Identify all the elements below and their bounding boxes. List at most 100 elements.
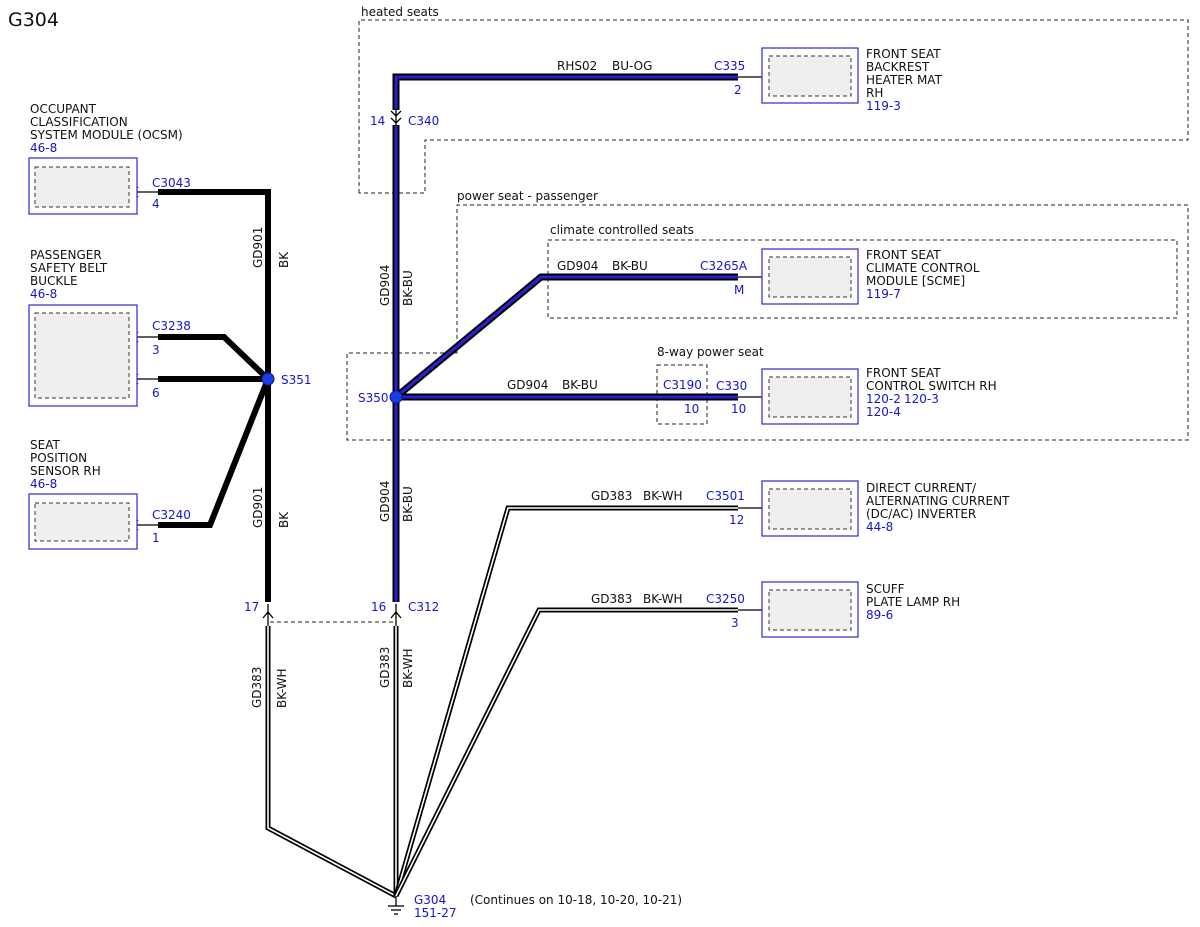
ground-symbol-icon [388, 896, 404, 915]
wire-gd383-color-left: BK-WH [275, 668, 289, 708]
inverter-label-1: DIRECT CURRENT/ [866, 481, 977, 495]
ocsm-label-1: OCCUPANT [30, 102, 97, 116]
switch-ref-a: 120-2 [866, 392, 901, 406]
ground-name: G304 [414, 893, 446, 907]
ocsm-ref: 46-8 [30, 141, 57, 155]
zone-climate-seats-label: climate controlled seats [550, 223, 694, 237]
splice-s351-label: S351 [281, 373, 312, 387]
wire-gd901-circuit-upper: GD901 [251, 227, 265, 268]
wire-gd383 [265, 505, 738, 899]
buckle-label-3: BUCKLE [30, 274, 78, 288]
pin-c335: 2 [734, 83, 742, 97]
wire-gd383-circuit-left: GD383 [250, 667, 264, 708]
splice-s350 [389, 390, 403, 404]
switch-label-1: FRONT SEAT [866, 366, 941, 380]
scuff-ref: 89-6 [866, 608, 893, 622]
zone-power-seat-passenger [346, 204, 1189, 441]
buckle-label-1: PASSENGER [30, 248, 102, 262]
connector-c3501: C3501 [706, 489, 745, 503]
pin-c312-a: 17 [244, 600, 259, 614]
connector-c3250: C3250 [706, 592, 745, 606]
switch-label-2: CONTROL SWITCH RH [866, 379, 997, 393]
wire-gd904-color-switch: BK-BU [562, 378, 598, 392]
pin-c3240: 1 [152, 531, 160, 545]
scme-label-1: FRONT SEAT [866, 248, 941, 262]
connector-c3265a: C3265A [700, 259, 748, 273]
inverter-ref: 44-8 [866, 520, 893, 534]
wire-gd383-color-center: BK-WH [401, 648, 415, 688]
component-control-switch: FRONT SEAT CONTROL SWITCH RH 120-2 120-3… [716, 366, 997, 425]
wire-rhs02-circuit: RHS02 [557, 59, 597, 73]
wire-gd904-circuit-switch: GD904 [507, 378, 548, 392]
ocsm-label-2: CLASSIFICATION [30, 115, 128, 129]
connector-c330: C330 [716, 379, 747, 393]
wire-gd904-circuit-scme: GD904 [557, 259, 598, 273]
heater-label-3: HEATER MAT [866, 73, 943, 87]
inverter-label-2: ALTERNATING CURRENT [866, 494, 1010, 508]
seatpos-ref: 46-8 [30, 477, 57, 491]
pin-c330: 10 [731, 402, 746, 416]
seatpos-label-1: SEAT [30, 438, 60, 452]
pin-c340: 14 [370, 114, 385, 128]
wire-gd383-color-inverter: BK-WH [643, 489, 683, 503]
connector-c3240: C3240 [152, 508, 191, 522]
splice-s351 [261, 372, 275, 386]
component-inverter: DIRECT CURRENT/ ALTERNATING CURRENT (DC/… [706, 480, 1010, 537]
heater-ref: 119-3 [866, 99, 901, 113]
wire-gd904-circuit-lower: GD904 [378, 481, 392, 522]
zone-heated-seats [358, 19, 1189, 194]
zone-power-seat-label: power seat - passenger [457, 189, 598, 203]
pin-c3238-b: 6 [152, 386, 160, 400]
inverter-label-3: (DC/AC) INVERTER [866, 507, 976, 521]
ocsm-label-3: SYSTEM MODULE (OCSM) [30, 128, 183, 142]
pin-c3250: 3 [731, 616, 739, 630]
switch-ref-b: 120-3 [904, 392, 939, 406]
wire-gd901-circuit-lower: GD901 [251, 487, 265, 528]
connector-c312: C312 [408, 600, 439, 614]
wire-gd904-color-lower: BK-BU [401, 486, 415, 522]
buckle-ref: 46-8 [30, 287, 57, 301]
component-scuff-lamp: SCUFF PLATE LAMP RH 89-6 C3250 3 [706, 581, 960, 638]
wire-gd901-color-upper: BK [277, 251, 291, 268]
scuff-label-2: PLATE LAMP RH [866, 595, 960, 609]
pin-c3238-a: 3 [152, 343, 160, 357]
component-backrest-heater: FRONT SEAT BACKREST HEATER MAT RH 119-3 … [714, 47, 943, 113]
component-scme: FRONT SEAT CLIMATE CONTROL MODULE [SCME]… [700, 248, 980, 305]
buckle-label-2: SAFETY BELT [30, 261, 108, 275]
zone-heated-seats-label: heated seats [361, 5, 439, 19]
wire-gd901-color-lower: BK [277, 511, 291, 528]
heater-label-1: FRONT SEAT [866, 47, 941, 61]
seatpos-label-3: SENSOR RH [30, 464, 101, 478]
wire-gd904-color-scme: BK-BU [612, 259, 648, 273]
component-ocsm: OCCUPANT CLASSIFICATION SYSTEM MODULE (O… [28, 102, 191, 215]
wire-gd383-color-scuff: BK-WH [643, 592, 683, 606]
seatpos-label-2: POSITION [30, 451, 87, 465]
ground-note: (Continues on 10-18, 10-20, 10-21) [470, 893, 682, 907]
scme-ref: 119-7 [866, 287, 901, 301]
component-belt-buckle: PASSENGER SAFETY BELT BUCKLE 46-8 C3238 … [28, 248, 191, 407]
connector-c340: C340 [408, 114, 439, 128]
wire-gd901 [158, 189, 271, 602]
wire-gd904 [392, 125, 738, 602]
component-seat-position-sensor: SEAT POSITION SENSOR RH 46-8 C3240 1 [28, 438, 191, 550]
ground-ref: 151-27 [414, 906, 457, 920]
zone-8-way-label: 8-way power seat [657, 345, 764, 359]
scme-label-3: MODULE [SCME] [866, 274, 965, 288]
scme-label-2: CLIMATE CONTROL [866, 261, 980, 275]
wire-gd383-circuit-scuff: GD383 [591, 592, 632, 606]
wire-gd904-color-upper: BK-BU [401, 270, 415, 306]
pin-c312-b: 16 [371, 600, 386, 614]
page-title: G304 [8, 9, 59, 31]
wire-gd904-circuit-upper: GD904 [378, 265, 392, 306]
splice-s350-label: S350 [358, 391, 389, 405]
connector-c335: C335 [714, 59, 745, 73]
heater-label-4: RH [866, 86, 883, 100]
scuff-label-1: SCUFF [866, 582, 905, 596]
connector-c3190: C3190 [663, 378, 702, 392]
pin-c3190: 10 [684, 402, 699, 416]
pin-c3501: 12 [729, 513, 744, 527]
connector-c3238: C3238 [152, 319, 191, 333]
pin-c3265a: M [734, 283, 744, 297]
wire-rhs02-color: BU-OG [612, 59, 652, 73]
